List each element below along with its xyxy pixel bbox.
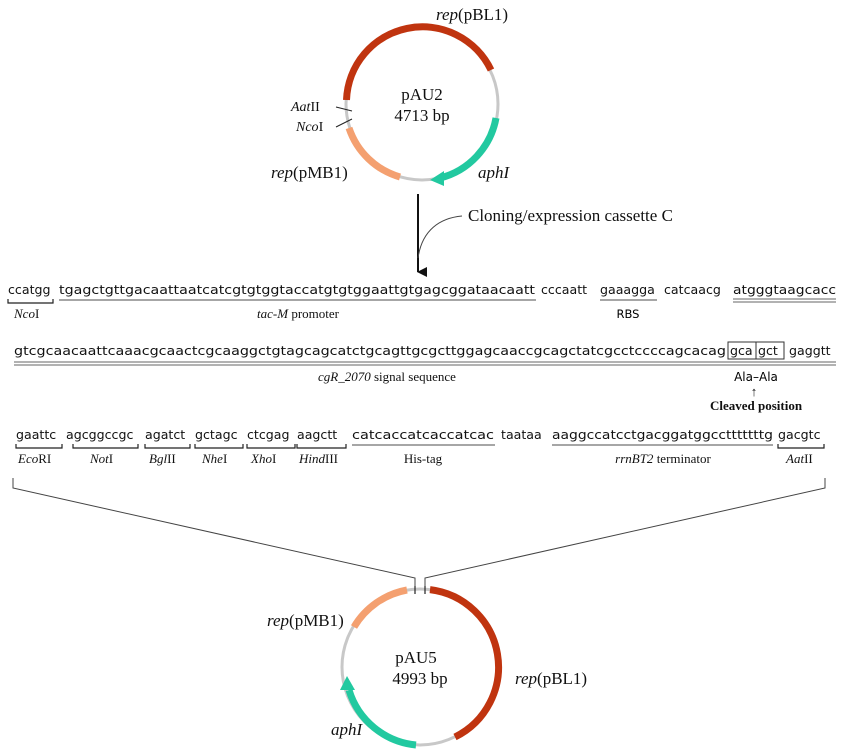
- rep-pMB1-arc: [345, 126, 402, 181]
- his-tag-label: His-tag: [404, 451, 443, 466]
- aatII-tick: [335, 106, 353, 112]
- xhoI-sequence: ctcgag: [247, 427, 290, 442]
- label-rep-pBL1: rep(pBL1): [515, 669, 587, 688]
- plasmid-pAU2: pAU2 4713 bp rep(pBL1) AatII NcoI rep(pM…: [271, 5, 511, 186]
- signal-sequence: gtcgcaacaattcaaacgcaactcgcaaggctgtagcagc…: [14, 343, 726, 358]
- ala-ala-label: Ala–Ala: [734, 370, 778, 384]
- notI-sequence: agcggccgc: [66, 427, 133, 442]
- ncoI-label: NcoI: [13, 306, 39, 321]
- label-ncoI: NcoI: [295, 120, 324, 135]
- sequence-line-1: ccatgg NcoI tgagctgttgacaattaatcatcgtgtg…: [7, 282, 836, 321]
- aphI-arrowhead: [340, 676, 355, 690]
- cleavage-arrow: ↑: [751, 384, 758, 399]
- label-aatII: AatII: [290, 100, 320, 115]
- nheI-sequence: gctagc: [195, 427, 238, 442]
- codon-gca: gca: [730, 343, 753, 358]
- ncoI-bracket: [7, 299, 54, 304]
- label-rep-pMB1: rep(pMB1): [271, 163, 348, 182]
- label-rep-pBL1: rep(pBL1): [436, 5, 508, 24]
- tac-M-promoter-sequence: tgagctgttgacaattaatcatcgtgtggtaccatgtgtg…: [59, 282, 535, 297]
- plasmid-name: pAU2: [401, 85, 443, 104]
- plasmid-name: pAU5: [395, 648, 437, 667]
- rep-pMB1-arc: [350, 586, 408, 629]
- left-insertion-line: [12, 478, 416, 590]
- signal-sequence-label: cgR_2070 signal sequence: [318, 369, 456, 384]
- ecoRI-label: EcoRI: [17, 451, 51, 466]
- rep-pBL1-arc: [343, 23, 495, 101]
- xhoI-bracket: [246, 444, 296, 449]
- spacer-sequence-1: cccaatt: [541, 282, 587, 297]
- label-aphI: aphI: [331, 720, 364, 739]
- label-rep-pMB1: rep(pMB1): [267, 611, 344, 630]
- aphI-arc: [439, 117, 500, 182]
- aphI-arc: [345, 688, 417, 749]
- insertion-lines: [12, 478, 826, 590]
- notI-label: NotI: [89, 451, 113, 466]
- aatII-bracket: [777, 444, 825, 449]
- terminator-label: rrnBT2 terminator: [615, 451, 711, 466]
- bglII-sequence: agatct: [145, 427, 185, 442]
- cassette-arrow: Cloning/expression cassette C: [417, 194, 673, 277]
- nheI-label: NheI: [201, 451, 227, 466]
- cassette-pointer-curve: [417, 215, 463, 259]
- codon-box-2: [755, 341, 785, 360]
- rep-pBL1-arc: [429, 586, 503, 741]
- his-tag-sequence: catcaccatcaccatcac: [352, 427, 494, 442]
- aatII-label: AatII: [785, 451, 813, 466]
- ecoRI-bracket: [15, 444, 63, 449]
- ncoI-tick: [335, 118, 353, 128]
- rbs-sequence: gaaagga: [600, 282, 655, 297]
- right-insertion-line: [424, 478, 826, 590]
- plasmid-size: 4993 bp: [392, 669, 447, 688]
- sequence-line-2: gtcgcaacaattcaaacgcaactcgcaaggctgtagcagc…: [14, 341, 836, 413]
- aatII-sequence: gacgtc: [778, 427, 821, 442]
- ecoRI-sequence: gaattc: [16, 427, 56, 442]
- hindIII-label: HindIII: [298, 451, 338, 466]
- spacer-sequence-2: catcaacg: [664, 282, 721, 297]
- bglII-bracket: [144, 444, 191, 449]
- terminator-sequence: aaggccatcctgacggatggcctttttttg: [552, 427, 773, 442]
- cleaved-position-label: Cleaved position: [710, 398, 803, 413]
- promoter-label: tac-M promoter: [257, 306, 340, 321]
- plasmid-size: 4713 bp: [394, 106, 449, 125]
- xhoI-label: XhoI: [250, 451, 276, 466]
- rbs-label: RBS: [617, 307, 640, 321]
- bglII-label: BglII: [149, 451, 176, 466]
- stop-codons: taataa: [501, 427, 542, 442]
- notI-bracket: [72, 444, 139, 449]
- hindIII-bracket: [296, 444, 347, 449]
- sequence-line-3: gaattc EcoRI agcggccgc NotI agatct BglII…: [15, 427, 825, 466]
- aphI-arrowhead: [430, 171, 444, 186]
- tail-sequence: gaggtt: [789, 343, 831, 358]
- signal-sequence-start: atgggtaagcacc: [733, 282, 836, 297]
- ncoI-sequence: ccatgg: [8, 282, 51, 297]
- codon-gct: gct: [758, 343, 778, 358]
- cassette-label: Cloning/expression cassette C: [468, 206, 673, 225]
- label-aphI: aphI: [478, 163, 511, 182]
- nheI-bracket: [194, 444, 244, 449]
- plasmid-pAU5: pAU5 4993 bp rep(pMB1) rep(pBL1) aphI: [267, 586, 587, 749]
- hindIII-sequence: aagctt: [297, 427, 337, 442]
